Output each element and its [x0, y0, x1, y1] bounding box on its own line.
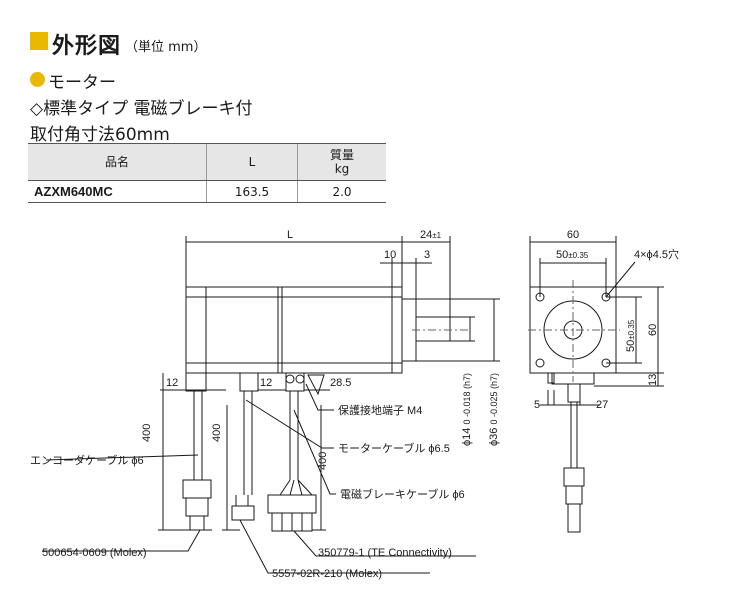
dim-pilot-36: ϕ36 0 -0.025 (h7) [488, 373, 500, 446]
dim-400a: 400 [141, 424, 153, 442]
dim-27: 27 [596, 399, 608, 411]
dim-5: 5 [534, 399, 540, 411]
dim-60-top: 60 [567, 229, 579, 241]
dim-28-5: 28.5 [330, 377, 351, 389]
label-encoder-cable: エンコーダケーブル ϕ6 [30, 453, 144, 467]
label-connector-te: 350779-1 (TE Connectivity) [318, 547, 452, 559]
dim-12a: 12 [166, 377, 178, 389]
motor-body [185, 286, 403, 374]
dim-24: 24±1 [420, 229, 442, 241]
section-bullet-icon [30, 72, 45, 87]
dim-10: 10 [384, 249, 396, 261]
dim-13: 13 [647, 374, 659, 386]
page-title: 外形図 [52, 34, 122, 59]
flange-heading: 取付角寸法60mm [30, 125, 170, 145]
encoder-connector [182, 479, 212, 499]
dim-12b: 12 [260, 377, 272, 389]
dim-3: 3 [424, 249, 430, 261]
dim-50-side: 50±0.35 [625, 319, 637, 352]
section-heading: モーター [48, 73, 116, 93]
cell-model: AZXM640MC [28, 180, 207, 203]
motor-connector [267, 494, 317, 514]
label-ground-terminal: 保護接地端子 M4 [338, 403, 422, 417]
ground-terminal-icon [285, 374, 295, 384]
motor-shaft [415, 316, 451, 342]
label-brake-cable: 電磁ブレーキケーブル ϕ6 [340, 487, 465, 501]
label-motor-cable: モーターケーブル ϕ6.5 [338, 441, 450, 455]
cell-mass: 2.0 [297, 180, 386, 203]
dim-50-top: 50±0.35 [556, 249, 589, 261]
col-name: 品名 [28, 143, 207, 181]
brake-connector [231, 505, 255, 521]
cell-l: 163.5 [206, 180, 298, 203]
label-connector-molex2: 5557-02R-210 (Molex) [272, 568, 382, 580]
table-row: AZXM640MC 163.5 2.0 [28, 180, 386, 203]
dim-400c: 400 [317, 452, 329, 470]
label-connector-molex1: 500654-0609 (Molex) [42, 547, 147, 559]
dim-l: L [287, 229, 293, 241]
dim-400b: 400 [211, 424, 223, 442]
type-heading: ◇標準タイプ 電磁ブレーキ付 [30, 99, 253, 119]
unit-note: （単位 mm） [125, 40, 207, 55]
dim-shaft-14: ϕ14 0 -0.018 (h7) [461, 373, 473, 446]
dim-holes: 4×ϕ4.5穴 [634, 247, 679, 261]
col-l: L [206, 143, 298, 181]
header-square-mark [30, 32, 48, 50]
dim-60-side: 60 [647, 324, 659, 336]
